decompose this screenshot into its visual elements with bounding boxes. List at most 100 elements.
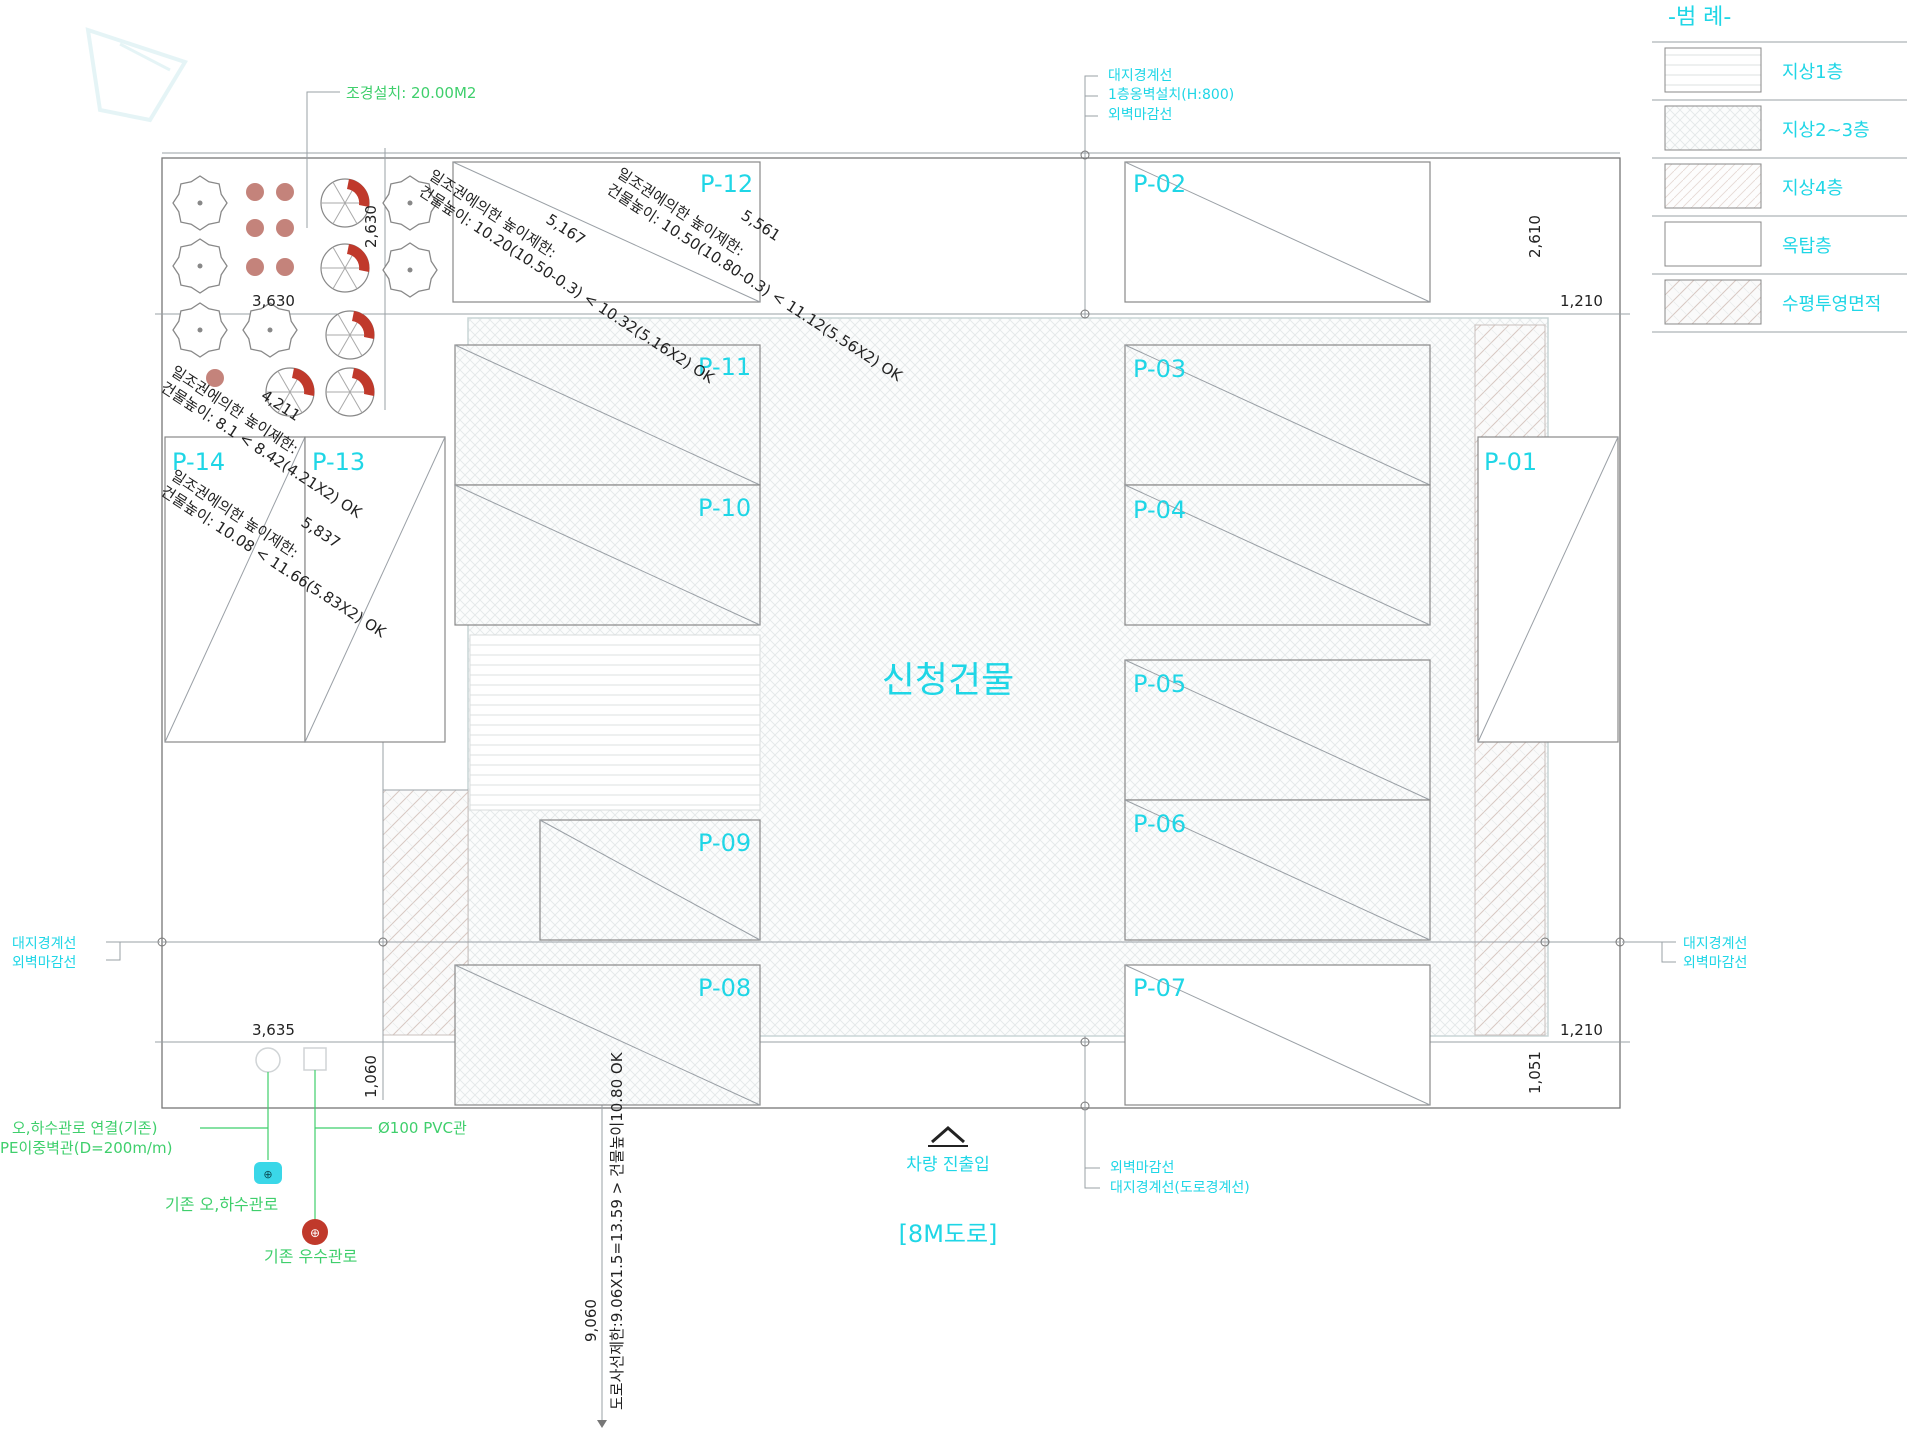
parking-space-p12: P-12 — [452, 161, 761, 303]
flowering-tree-icon — [265, 367, 315, 417]
parking-space-p13: P-13 — [304, 436, 446, 743]
right-callout-leader — [1622, 941, 1676, 963]
parking-label-p01: P-01 — [1484, 448, 1537, 476]
road-distance-arrow — [597, 1420, 607, 1428]
shrub-icon — [206, 369, 224, 387]
tree-icon — [242, 302, 298, 358]
parking-space-p08: P-08 — [454, 964, 761, 1106]
ground-floor-area — [469, 634, 761, 811]
dim-bottom-right-offset: 1,210 — [1560, 1021, 1603, 1039]
drain-inlet-2 — [303, 1047, 327, 1071]
tree-icon — [172, 238, 228, 294]
parking-label-p10: P-10 — [698, 494, 751, 522]
parking-label-p07: P-07 — [1133, 974, 1186, 1002]
building-label: 신청건물 — [882, 660, 1014, 701]
parking-space-p14: P-14 — [164, 436, 306, 743]
entrance-arrow-icon — [931, 1126, 965, 1144]
marker-top-inner — [1080, 309, 1090, 319]
road-limit-text: 도로사선제한:9.06X1.5=13.59 > 건물높이10.80 OK — [608, 1051, 626, 1410]
tree-icon — [382, 242, 438, 298]
parking-label-p03: P-03 — [1133, 355, 1186, 383]
dim-top-left-height: 2,630 — [362, 205, 380, 248]
dim-bottom-right-height: 1,051 — [1526, 1051, 1544, 1094]
bottom-callout-1: 외벽마감선 — [1110, 1160, 1174, 1176]
top-callout-2: 1층옹벽설치(H:800) — [1108, 87, 1234, 103]
shrub-icon — [246, 183, 264, 201]
parking-label-p06: P-06 — [1133, 810, 1186, 838]
sewer-manhole-icon — [254, 1162, 282, 1184]
parking-space-p06: P-06 — [1124, 799, 1431, 941]
marker-bottom-inner — [1080, 1037, 1090, 1047]
marker-top — [1080, 150, 1090, 160]
dim-bottom-left-width: 3,635 — [252, 1021, 295, 1039]
marker-left-inner — [378, 937, 388, 947]
legend-item-4: 옥탑층 — [1664, 221, 1832, 267]
parking-label-p12: P-12 — [700, 170, 753, 198]
right-callout-2: 외벽마감선 — [1683, 955, 1747, 971]
parking-space-p11: P-11 — [454, 344, 761, 486]
top-callout-1: 대지경계선 — [1108, 68, 1172, 84]
svg-text:옥탑층: 옥탑층 — [1782, 236, 1832, 257]
right-callout-1: 대지경계선 — [1683, 936, 1747, 952]
parking-label-p09: P-09 — [698, 829, 751, 857]
shrub-icon — [246, 219, 264, 237]
projection-area-left — [382, 789, 469, 1036]
left-callout-leader — [106, 941, 160, 961]
road-label: [8M도로] — [899, 1220, 998, 1248]
legend-item-1: 지상1층 — [1664, 47, 1843, 93]
landscape-area — [172, 175, 438, 417]
storm-manhole-icon — [302, 1219, 328, 1245]
parking-label-p11: P-11 — [698, 353, 751, 381]
parking-label-p05: P-05 — [1133, 670, 1186, 698]
legend: -범 례- 지상1층 지상2~3층 지상4층 옥탑층 수평투영면적 — [1652, 5, 1907, 333]
flowering-tree-icon — [320, 243, 370, 293]
parking-label-p04: P-04 — [1133, 496, 1186, 524]
tree-icon — [382, 175, 438, 231]
svg-text:⊕: ⊕ — [263, 1168, 272, 1181]
parking-label-p14: P-14 — [172, 448, 225, 476]
parking-space-p01: P-01 — [1477, 436, 1619, 743]
legend-item-2: 지상2~3층 — [1664, 105, 1870, 151]
dim-top-right-height: 2,610 — [1526, 215, 1544, 258]
parking-label-p08: P-08 — [698, 974, 751, 1002]
legend-title: -범 례- — [1668, 5, 1731, 30]
bottom-callout-leader — [1084, 1110, 1100, 1189]
parking-label-p13: P-13 — [312, 448, 365, 476]
faint-stamp-graphic — [85, 27, 189, 123]
parking-space-p03: P-03 — [1124, 344, 1431, 486]
parking-space-p10: P-10 — [454, 484, 761, 626]
marker-right-inner — [1540, 937, 1550, 947]
left-callout-2: 외벽마감선 — [12, 955, 76, 971]
svg-text:지상4층: 지상4층 — [1782, 178, 1843, 199]
top-callout-3: 외벽마감선 — [1108, 107, 1172, 123]
flowering-tree-icon — [325, 310, 375, 360]
shrub-icon — [276, 258, 294, 276]
drain-pvc-label: Ø100 PVC관 — [378, 1119, 467, 1137]
parking-space-p05: P-05 — [1124, 659, 1431, 801]
parking-space-p09: P-09 — [539, 819, 761, 941]
tree-icon — [172, 175, 228, 231]
shrub-icon — [276, 219, 294, 237]
parking-space-p02: P-02 — [1124, 161, 1431, 303]
flowering-tree-icon — [325, 367, 375, 417]
parking-label-p02: P-02 — [1133, 170, 1186, 198]
svg-text:수평투영면적: 수평투영면적 — [1782, 294, 1881, 315]
site-boundary — [161, 157, 1621, 1109]
dim-road-distance: 9,060 — [582, 1299, 600, 1342]
drain-inlet-1 — [255, 1047, 281, 1073]
storm-existing-label: 기존 우수관로 — [264, 1247, 357, 1266]
parking-space-p04: P-04 — [1124, 484, 1431, 626]
svg-text:지상1층: 지상1층 — [1782, 62, 1843, 83]
drain-connect-line1: 오,하수관로 연결(기존) — [12, 1119, 157, 1137]
shrub-icon — [246, 258, 264, 276]
svg-text:⊕: ⊕ — [310, 1226, 320, 1240]
legend-item-5: 수평투영면적 — [1664, 279, 1881, 325]
tree-icon — [172, 302, 228, 358]
sewer-existing-label: 기존 오,하수관로 — [165, 1195, 278, 1214]
svg-text:지상2~3층: 지상2~3층 — [1782, 120, 1870, 141]
dim-top-left-width: 3,630 — [252, 292, 295, 310]
drain-connect-line2: PE이중벽관(D=200m/m) — [0, 1139, 172, 1157]
top-callout-leader — [1084, 75, 1098, 150]
dim-bottom-left-height: 1,060 — [362, 1055, 380, 1098]
